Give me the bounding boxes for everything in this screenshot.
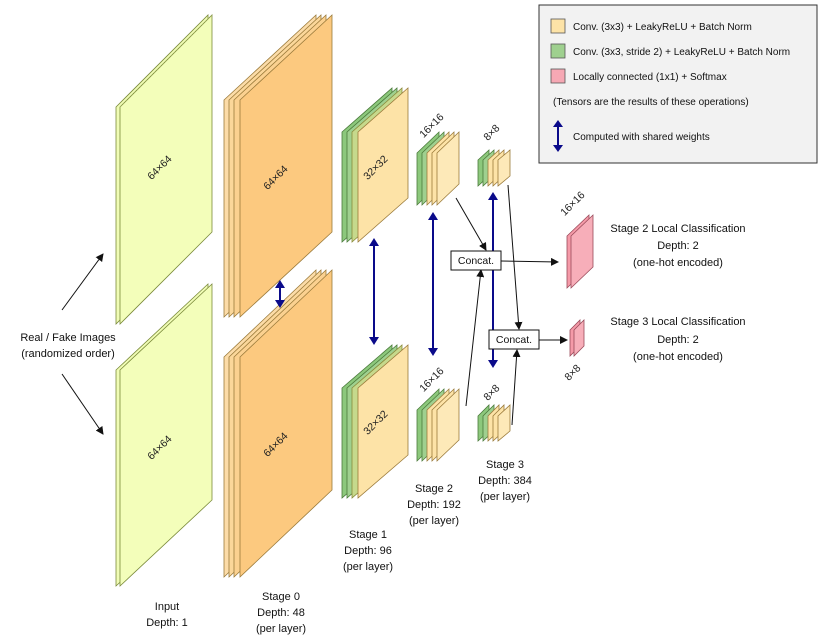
legend-swatch-conv — [550, 18, 566, 34]
input-label-line1: Real / Fake Images — [20, 332, 116, 344]
stage0-note: (per layer) — [256, 623, 306, 635]
output3-note: (one-hot encoded) — [633, 351, 723, 363]
legend-item-local: Locally connected (1x1) + Softmax — [573, 72, 727, 83]
legend: Conv. (3x3) + LeakyReLU + Batch Norm Con… — [538, 4, 818, 164]
shared-weights-arrow-stage0 — [275, 280, 285, 308]
input-name: Input — [155, 601, 179, 613]
stage0-name: Stage 0 — [262, 591, 300, 603]
stage3-depth: Depth: 384 — [478, 475, 532, 487]
arrow-to-top-input — [61, 253, 104, 311]
legend-item-conv: Conv. (3x3) + LeakyReLU + Batch Norm — [573, 22, 752, 33]
stage3-note: (per layer) — [480, 491, 530, 503]
stage0-depth: Depth: 48 — [257, 607, 305, 619]
stage3-block-top — [477, 149, 511, 187]
output2-dim: 16×16 — [558, 189, 587, 218]
shared-weights-arrow-stage2 — [428, 212, 438, 356]
double-arrow-icon — [553, 120, 563, 152]
stage3-block-bottom — [477, 404, 511, 442]
output2-title: Stage 2 Local Classification — [610, 223, 745, 235]
output2-note: (one-hot encoded) — [633, 257, 723, 269]
output3-depth: Depth: 2 — [657, 334, 699, 346]
legend-note: (Tensors are the results of these operat… — [553, 97, 749, 108]
stage1-block-bottom: 32×32 — [341, 344, 409, 499]
stage0-block-top: 64×64 — [223, 14, 333, 318]
legend-item-stride: Conv. (3x3, stride 2) + LeakyReLU + Batc… — [573, 47, 790, 58]
input-depth: Depth: 1 — [146, 617, 188, 629]
conn-concat2-to-output2 — [500, 257, 559, 266]
output3-dim: 8×8 — [562, 362, 583, 383]
stage3-name: Stage 3 — [486, 459, 524, 471]
stage2-depth: Depth: 192 — [407, 499, 461, 511]
concat-box-stage3: Concat. — [488, 329, 540, 350]
legend-shared-weights: Computed with shared weights — [573, 132, 710, 143]
stage2-block-top — [416, 131, 460, 206]
stage2-block-bottom — [416, 388, 460, 462]
stage3-dim-top: 8×8 — [481, 122, 502, 143]
conn-stage2-bottom-to-concat2 — [465, 269, 485, 407]
stage1-depth: Depth: 96 — [344, 545, 392, 557]
output3-title: Stage 3 Local Classification — [610, 316, 745, 328]
stage1-block-top: 32×32 — [341, 87, 409, 243]
output2-depth: Depth: 2 — [657, 240, 699, 252]
concat-label-stage3: Concat. — [496, 334, 532, 346]
legend-swatch-stride — [550, 43, 566, 59]
conn-stage2-top-to-concat2 — [455, 197, 487, 251]
output-tensor-stage2 — [566, 214, 594, 289]
concat-label-stage2: Concat. — [458, 255, 494, 267]
stage2-name: Stage 2 — [415, 483, 453, 495]
arrow-to-bottom-input — [61, 373, 104, 435]
input-label-line2: (randomized order) — [21, 348, 115, 360]
legend-swatch-local — [550, 68, 566, 84]
shared-weights-arrow-stage1 — [369, 238, 379, 345]
stage0-block-bottom: 64×64 — [223, 269, 333, 578]
input-layer-top: 64×64 — [115, 14, 213, 325]
input-layer-bottom: 64×64 — [115, 283, 213, 587]
stage1-note: (per layer) — [343, 561, 393, 573]
concat-box-stage2: Concat. — [450, 250, 502, 271]
stage2-note: (per layer) — [409, 515, 459, 527]
output-tensor-stage3 — [569, 319, 585, 357]
stage1-name: Stage 1 — [349, 529, 387, 541]
conn-stage3-top-to-concat3 — [507, 184, 523, 330]
conn-stage3-bottom-to-concat3 — [511, 349, 521, 426]
stage3-dim-bottom: 8×8 — [481, 382, 502, 403]
